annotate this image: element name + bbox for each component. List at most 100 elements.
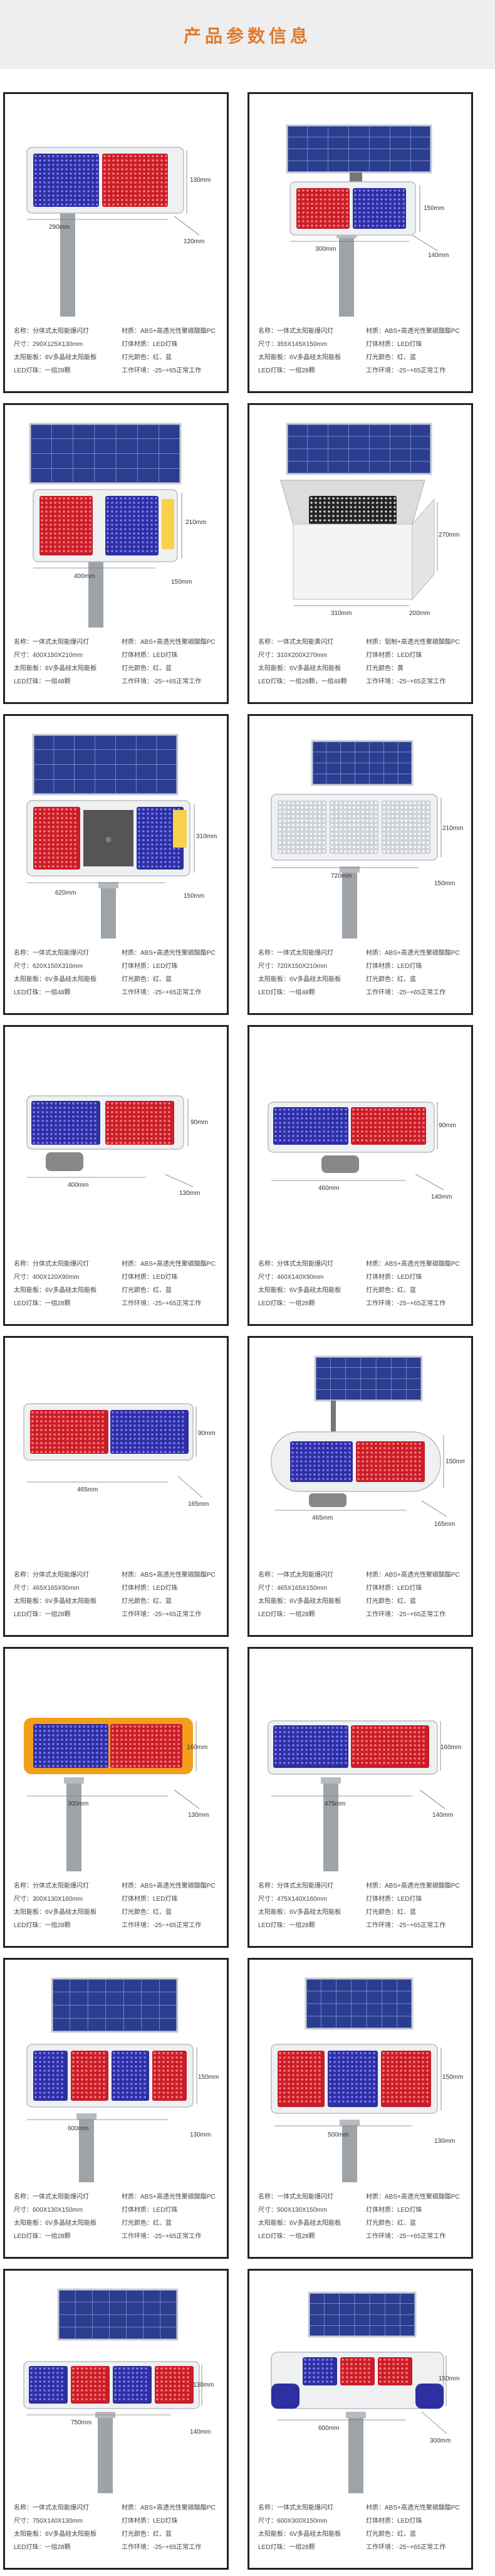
spec-value: 灯光颜色：红、蓝 [122, 2531, 172, 2538]
svg-text:◎: ◎ [106, 836, 112, 843]
spec-value: 工作环境：-25~+65正常工作 [122, 1922, 202, 1929]
product-photo: 475mm 160mm 140mm [268, 1720, 461, 1871]
spec-row: 太阳能板：6V多晶硅太阳能板灯光颜色：红、蓝 [14, 1284, 221, 1297]
product-image: 600mm 150mm 130mm [11, 1966, 221, 2182]
product-photo: 500mm 150mm 130mm [271, 1977, 463, 2182]
spec-value: 灯体材质：LED灯珠 [122, 963, 178, 970]
spec-row: 名称：一体式太阳能爆闪灯材质：ABS+高透光性聚碳酸酯PC [14, 947, 221, 960]
dim-depth: 120mm [184, 238, 204, 245]
spec-value: 尺寸：400X150X210mm [14, 652, 83, 659]
dim-height: 130mm [193, 2382, 214, 2389]
spec-row: 名称：一体式太阳能爆闪灯材质：ABS+高透光性聚碳酸酯PC [258, 947, 465, 960]
product-image: 600mm 150mm 300mm [256, 2277, 465, 2493]
spec-row: 名称：一体式太阳能爆闪灯材质：ABS+高透光性聚碳酸酯PC [14, 636, 221, 649]
product-photo: 460mm 90mm 140mm [268, 1101, 456, 1201]
page-header: 产品参数信息 [0, 0, 495, 69]
spec-row: 名称：一体式太阳能爆闪灯材质：ABS+高透光性聚碳酸酯PC [14, 2190, 221, 2204]
dim-height: 90mm [439, 1122, 456, 1129]
spec-row: 太阳能板：6V多晶硅太阳能板灯光颜色：红、蓝 [14, 2217, 221, 2230]
page-title: 产品参数信息 [183, 26, 311, 46]
spec-row: 太阳能板：6V多晶硅太阳能板灯光颜色：红、蓝 [14, 1906, 221, 1919]
solar-panel-icon [286, 423, 432, 475]
product-photo: 750mm 130mm 140mm [23, 2288, 214, 2493]
product-image: 465mm 150mm 165mm [256, 1344, 465, 1560]
spec-value: LED灯珠：一组28颗 [14, 367, 71, 374]
spec-value: 灯光颜色：红、蓝 [366, 1287, 416, 1294]
spec-row: 太阳能板：6V多晶硅太阳能板灯光颜色：红、蓝 [258, 2528, 465, 2541]
spec-value: 太阳能板：6V多晶硅太阳能板 [258, 1909, 341, 1916]
dim-width: 465mm [312, 1515, 333, 1522]
spec-row: 名称：一体式太阳能爆闪灯材质：ABS+高透光性聚碳酸酯PC [258, 1569, 465, 1582]
spec-value: 灯体材质：LED灯珠 [366, 341, 422, 348]
product-card: 465mm 150mm 165mm 名称：一体式太阳能爆闪灯材质：ABS+高透光性… [248, 1336, 473, 1637]
dim-depth: 140mm [431, 1194, 452, 1201]
spec-row: LED灯珠：一组28颗工作环境：-25~+65正常工作 [258, 2541, 465, 2554]
spec-row: 太阳能板：6V多晶硅太阳能板灯光颜色：黄 [258, 662, 465, 675]
product-image: 500mm 150mm 130mm [256, 1966, 465, 2182]
spec-row: 名称：一体式太阳能爆闪灯材质：ABS+高透光性聚碳酸酯PC [14, 2501, 221, 2515]
dim-depth: 165mm [434, 1521, 455, 1528]
dim-width: 720mm [331, 873, 352, 880]
spec-row: 名称：分体式太阳能爆闪灯材质：ABS+高透光性聚碳酸酯PC [258, 1258, 465, 1271]
spec-value: 灯体材质：LED灯珠 [366, 963, 422, 970]
spec-value: 工作环境：-25~+65正常工作 [122, 1300, 202, 1307]
spec-value: LED灯珠：一组28颗 [258, 367, 315, 374]
spec-value: LED灯珠：一组48颗 [258, 989, 315, 996]
dim-height: 150mm [439, 2375, 459, 2382]
spec-value: 材质：铝制+高透光性聚碳酸酯PC [366, 639, 460, 646]
product-card: 400mm 90mm 130mm 名称：分体式太阳能爆闪灯材质：ABS+高透光性聚… [3, 1025, 229, 1326]
spec-value: 灯体材质：LED灯珠 [122, 1896, 178, 1903]
product-card: 750mm 130mm 140mm 名称：一体式太阳能爆闪灯材质：ABS+高透光性… [3, 2269, 229, 2570]
spec-value: 工作环境：-25~+65正常工作 [366, 2233, 446, 2240]
product-image: 460mm 90mm 140mm [256, 1033, 465, 1249]
spec-row: 名称：一体式太阳能爆闪灯材质：ABS+高透光性聚碳酸酯PC [258, 2501, 465, 2515]
dim-depth: 165mm [188, 1501, 209, 1508]
product-image: ◎620mm 310mm 150mm [11, 722, 221, 938]
spec-value: 太阳能板：6V多晶硅太阳能板 [258, 2220, 341, 2227]
dim-height: 150mm [442, 2074, 463, 2081]
spec-value: 尺寸：620X150X310mm [14, 963, 83, 970]
dim-depth: 130mm [434, 2138, 455, 2145]
dim-height: 160mm [440, 1744, 461, 1751]
spec-value: 尺寸：600X130X150mm [14, 2207, 83, 2214]
solar-panel-icon [57, 2288, 179, 2341]
product-card: 460mm 90mm 140mm 名称：分体式太阳能爆闪灯材质：ABS+高透光性聚… [248, 1025, 473, 1326]
product-image: 400mm 210mm 150mm [11, 411, 221, 628]
spec-row: LED灯珠：一组28颗工作环境：-25~+65正常工作 [14, 2541, 221, 2554]
spec-value: 尺寸：600X300X150mm [258, 2518, 328, 2525]
spec-row: 尺寸：620X150X310mm 灯体材质：LED灯珠 [14, 960, 221, 973]
solar-panel-icon [311, 740, 414, 786]
product-image: 400mm 90mm 130mm [11, 1033, 221, 1249]
spec-value: 尺寸：465X165X90mm [14, 1585, 80, 1592]
product-image: 750mm 130mm 140mm [11, 2277, 221, 2493]
spec-value: LED灯珠：一组28颗 [14, 1300, 71, 1307]
product-photo: 300mm 160mm 130mm [24, 1718, 209, 1871]
spec-row: 名称：分体式太阳能爆闪灯材质：ABS+高透光性聚碳酸酯PC [14, 1258, 221, 1271]
spec-row: LED灯珠：一组28颗，一组48颗工作环境：-25~+65正常工作 [258, 675, 465, 688]
spec-value: 工作环境：-25~+65正常工作 [366, 1922, 446, 1929]
spec-row: 名称：一体式太阳能爆闪灯材质：ABS+高透光性聚碳酸酯PC [258, 2190, 465, 2204]
spec-value: 材质：ABS+高透光性聚碳酸酯PC [122, 950, 216, 957]
spec-value: 名称：一体式太阳能爆闪灯 [14, 639, 89, 646]
spec-row: 太阳能板：6V多晶硅太阳能板灯光颜色：红、蓝 [14, 1595, 221, 1608]
spec-value: 工作环境：-25~+65正常工作 [366, 1611, 446, 1618]
dim-width: 750mm [71, 2419, 91, 2426]
dim-height: 130mm [190, 177, 211, 184]
dim-height: 150mm [446, 1458, 465, 1465]
dim-width: 290mm [49, 224, 70, 231]
spec-value: 太阳能板：6V多晶硅太阳能板 [14, 976, 97, 983]
spec-row: LED灯珠：一组28颗工作环境：-25~+65正常工作 [14, 1608, 221, 1621]
spec-row: 太阳能板：6V多晶硅太阳能板灯光颜色：红、蓝 [258, 2217, 465, 2230]
